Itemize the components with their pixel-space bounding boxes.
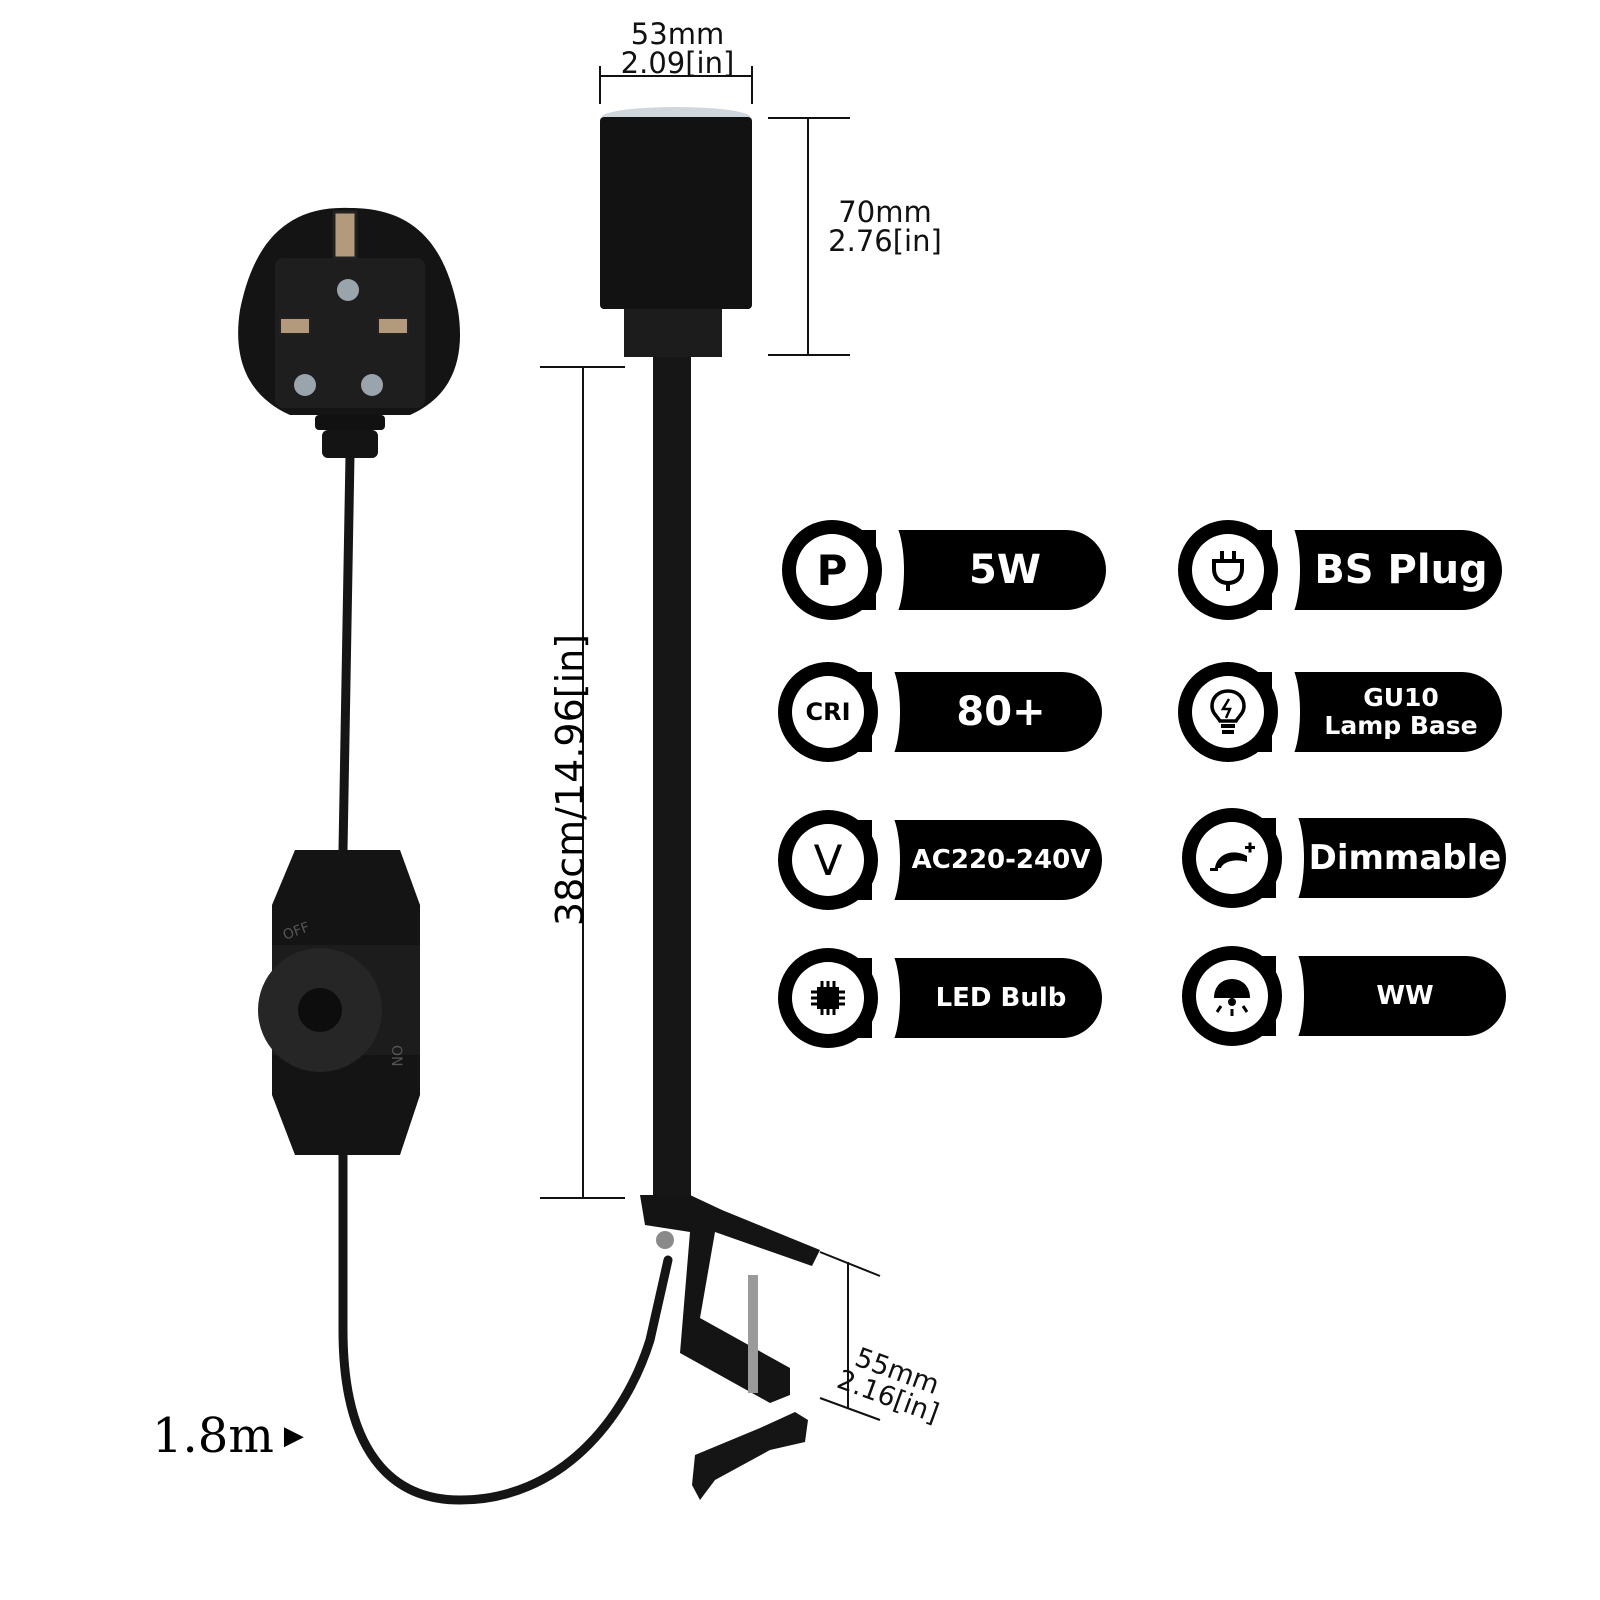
shade-width-metric: 53mm bbox=[630, 17, 725, 51]
dimmer-on-label: ON bbox=[388, 1045, 404, 1067]
shade-height-metric: 70mm bbox=[838, 195, 932, 229]
desk-clamp bbox=[640, 1195, 820, 1500]
pole-length-text: 38cm/14.96[in] bbox=[548, 633, 592, 927]
shade-height-dimension: 70mm 2.76[in] bbox=[820, 198, 950, 256]
arrow-right-icon: ▶ bbox=[283, 1421, 304, 1451]
shade-width-imperial: 2.09[in] bbox=[620, 46, 735, 80]
spec-value-lamp-base: GU10 Lamp Base bbox=[1324, 683, 1478, 740]
bulb-icon bbox=[1192, 676, 1264, 748]
voltage-v-icon: V bbox=[792, 824, 864, 896]
spec-value-cri: 80+ bbox=[956, 689, 1046, 735]
dimmer-icon bbox=[1196, 822, 1268, 894]
lamp-head bbox=[600, 107, 752, 357]
power-p-icon: P bbox=[796, 534, 868, 606]
spec-value-dimmable: Dimmable bbox=[1308, 838, 1502, 878]
spec-value-led: LED Bulb bbox=[935, 983, 1067, 1013]
inline-dimmer: OFF ON bbox=[258, 850, 420, 1155]
cord-length-text: 1.8m bbox=[152, 1408, 274, 1464]
bs-plug bbox=[238, 207, 461, 458]
dimension-lines bbox=[540, 66, 881, 1421]
shade-height-imperial: 2.76[in] bbox=[828, 224, 942, 258]
chip-icon bbox=[792, 962, 864, 1034]
shade-width-dimension: 53mm 2.09[in] bbox=[600, 20, 755, 78]
spec-value-color-temp: WW bbox=[1376, 981, 1434, 1011]
spec-value-plug: BS Plug bbox=[1314, 547, 1488, 593]
spec-value-voltage: AC220-240V bbox=[911, 845, 1091, 875]
lamp-shade-icon bbox=[1196, 960, 1268, 1032]
lamp-pole bbox=[653, 357, 691, 1217]
power-cord bbox=[338, 450, 673, 1505]
spec-value-power: 5W bbox=[969, 547, 1041, 593]
cri-icon: CRI bbox=[792, 676, 864, 748]
cord-length-label: 1.8m ▶ bbox=[152, 1408, 304, 1464]
plug-icon bbox=[1192, 534, 1264, 606]
